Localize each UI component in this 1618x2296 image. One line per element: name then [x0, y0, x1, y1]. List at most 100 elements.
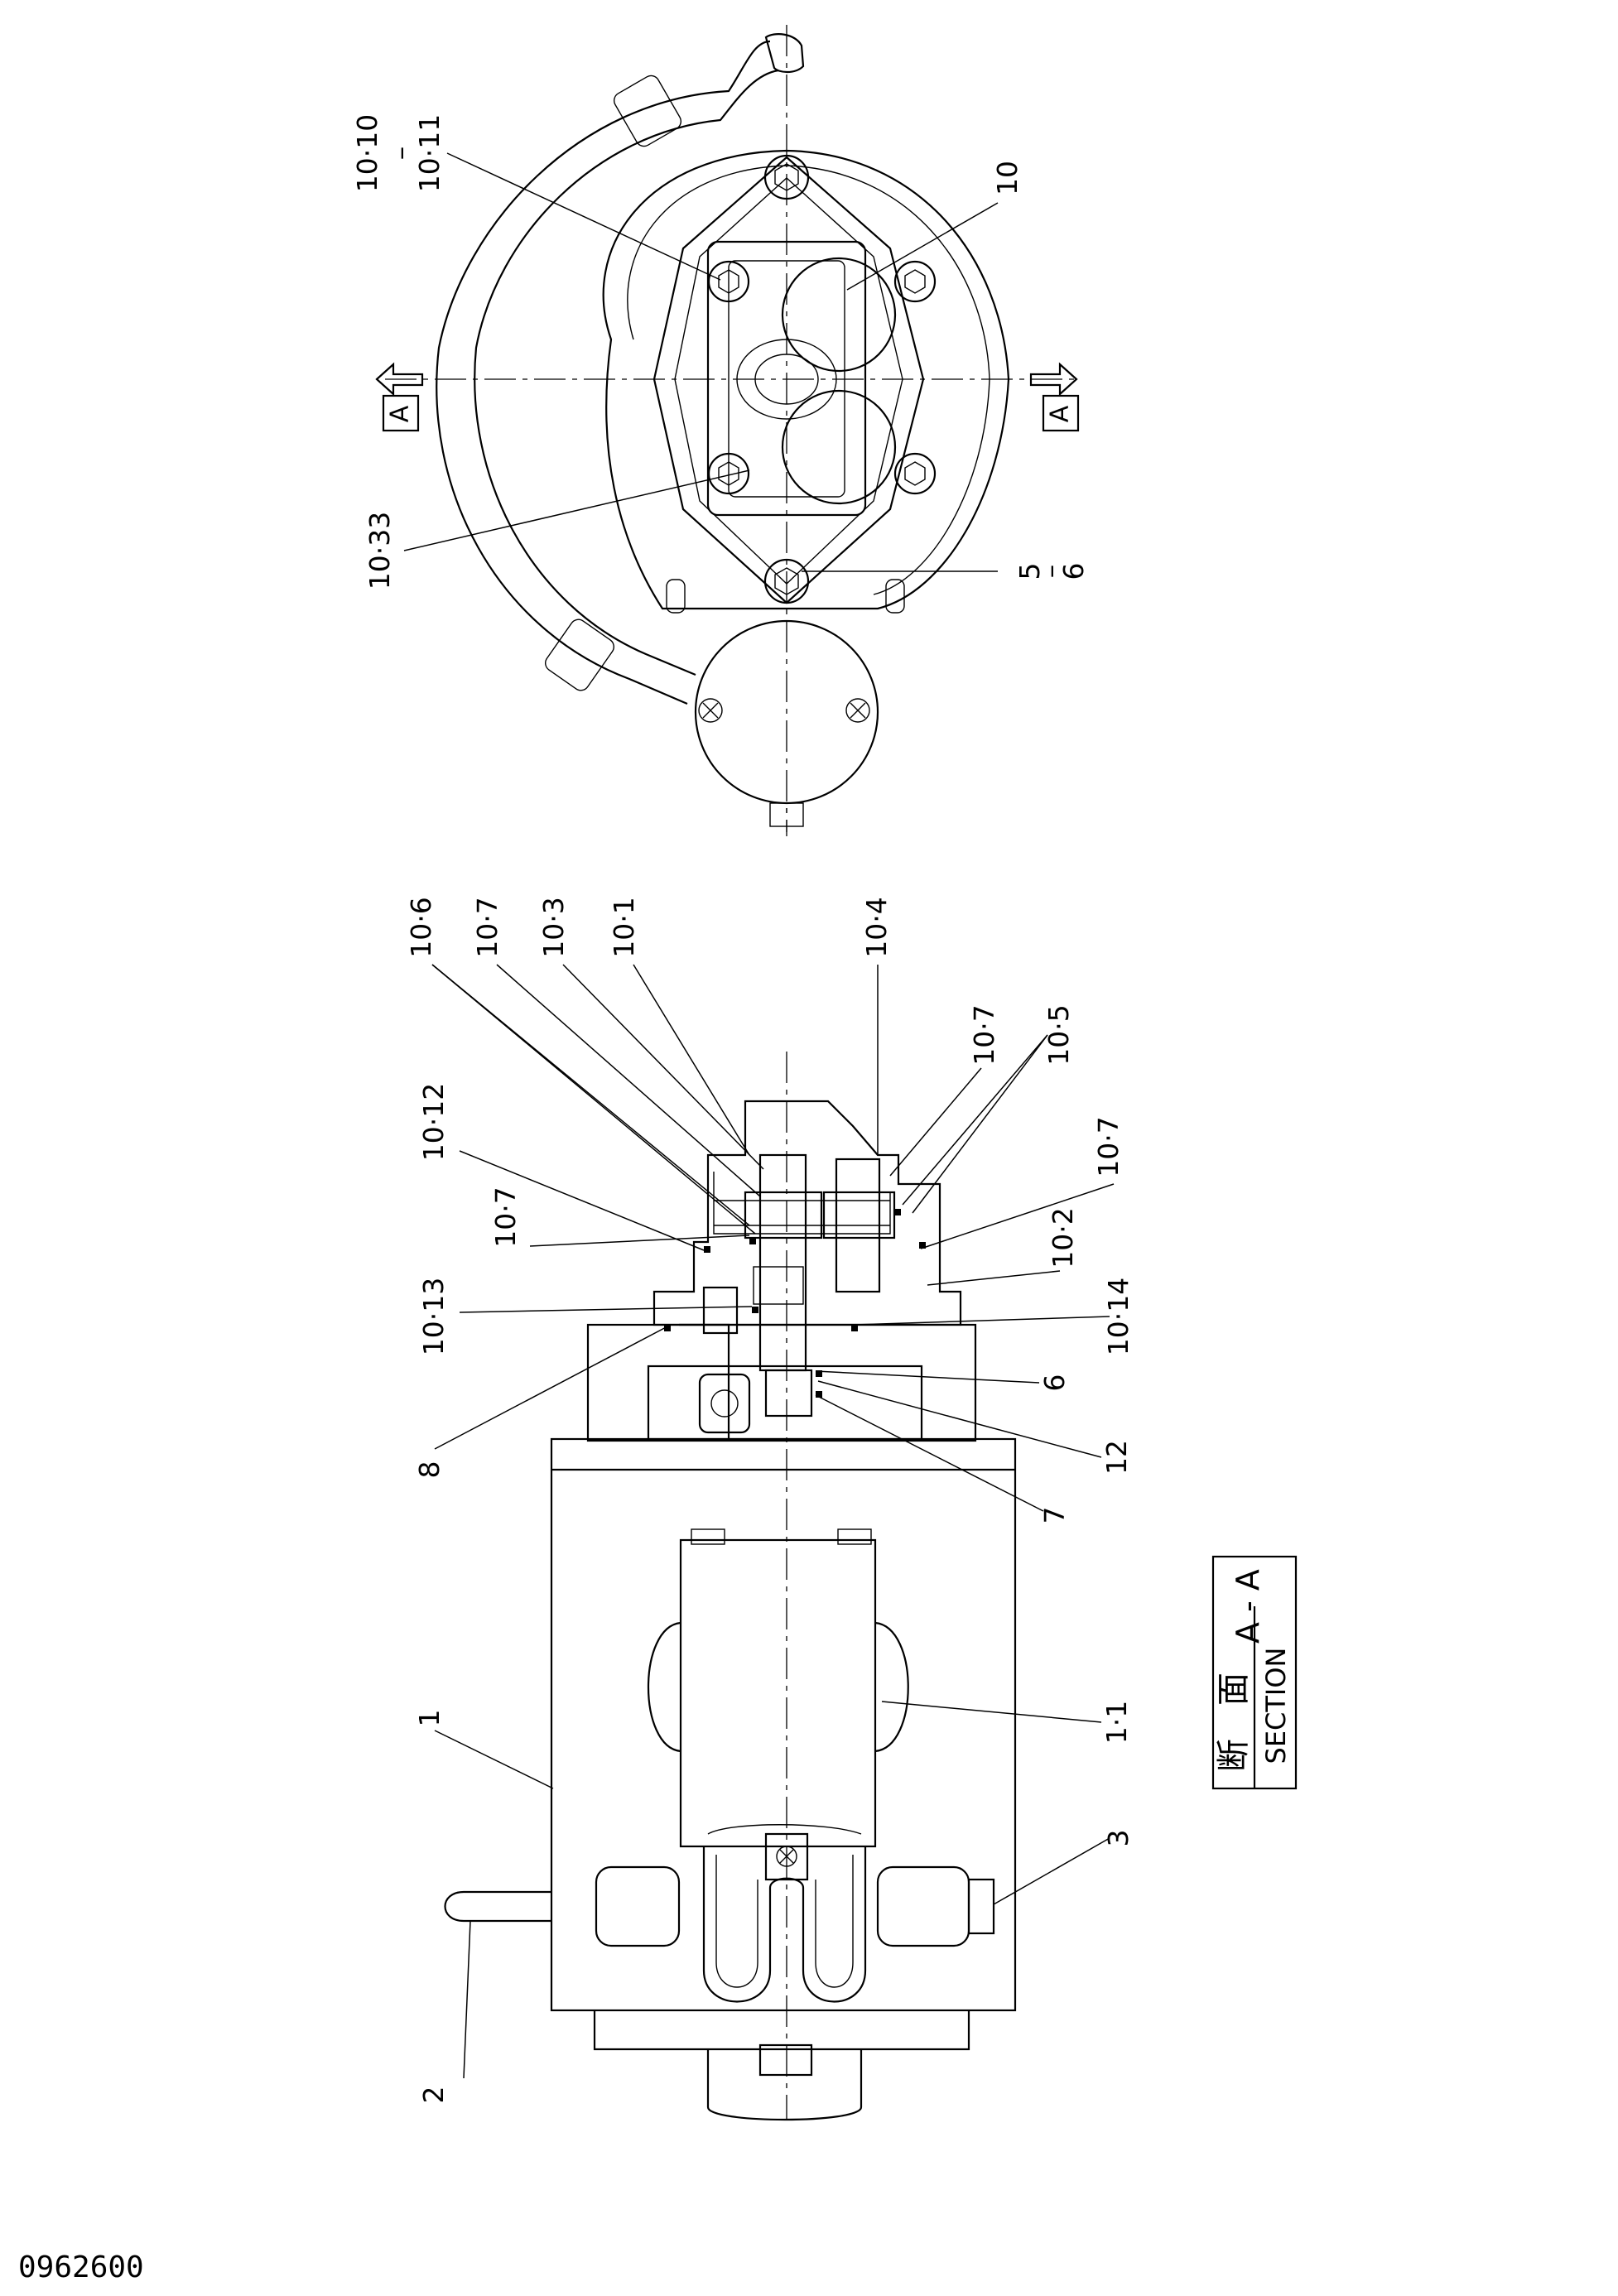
pump-housing [706, 240, 867, 517]
brush-holder-top-arc [707, 1824, 862, 1835]
cable-grommet-bottom [545, 619, 614, 691]
callout-10-11: 10·11 [413, 114, 445, 192]
bolt-hex-upper-right [904, 269, 926, 294]
pump-housing-inner [728, 260, 845, 498]
mounting-flange [652, 156, 925, 604]
terminal-stub-right [967, 1878, 995, 1935]
callout-12: 12 [1100, 1440, 1133, 1475]
bolt-head-bottom [763, 558, 810, 604]
driven-gear [822, 1191, 896, 1239]
callout-10-4: 10·4 [860, 897, 893, 957]
gear-boss-upper [781, 257, 897, 373]
callout-10-5: 10·5 [1043, 1004, 1075, 1065]
bolt-hex-lower-right [904, 461, 926, 486]
brush-holder [702, 1846, 867, 2003]
bolt-head-lower-right [893, 452, 937, 495]
stator-block [679, 1538, 877, 1848]
end-view: A A [375, 25, 1080, 836]
brush-holder-left-inner [715, 1855, 758, 1988]
section-marker-right: A [1029, 362, 1080, 432]
section-title-english: SECTION [1260, 1648, 1292, 1764]
terminal-bushing-left [595, 1865, 681, 1947]
central-port [736, 339, 837, 420]
cable-grommet-top [613, 75, 682, 147]
terminal-tube-left [444, 1890, 551, 1923]
callout-6: 6 [1038, 1374, 1071, 1392]
coupling-wall [679, 1323, 730, 1441]
bolt-group [707, 154, 937, 604]
bolt-hex-lower-left [718, 461, 739, 486]
coupling-housing [647, 1365, 923, 1441]
commutator-screw-mark [779, 1849, 794, 1864]
motor-end-boss [706, 2049, 863, 2121]
o-ring-4 [894, 1209, 901, 1215]
end-cap-screw-left-mark [702, 702, 719, 719]
callout-10-14: 10·14 [1102, 1278, 1134, 1355]
housing-ear-right [885, 579, 905, 614]
end-cap-screw-right [845, 698, 870, 723]
coupling-bolt-head [710, 1389, 739, 1418]
callout-10-2: 10·2 [1047, 1207, 1079, 1268]
section-title-box: 断 面 SECTION A - A [1211, 1555, 1298, 1790]
magnet-left [647, 1621, 681, 1753]
motor-flange [586, 1323, 977, 1442]
callout-10-10: 10·10 [351, 114, 383, 192]
o-ring-8 [816, 1370, 822, 1377]
housing-body [602, 149, 1010, 610]
cable-inner [474, 69, 779, 676]
o-ring-1 [704, 1246, 710, 1253]
callout-range-dash-2: – [1034, 565, 1067, 579]
stator-tab-right [837, 1528, 872, 1545]
end-cap-screw-right-mark [850, 702, 866, 719]
callout-1: 1 [413, 1710, 445, 1727]
end-cap-screw-left [698, 698, 723, 723]
bolt-head-upper-left [707, 260, 750, 303]
bolt-head-lower-left [707, 452, 750, 495]
drive-gear [744, 1191, 823, 1239]
callout-8: 8 [413, 1461, 445, 1479]
section-view [431, 964, 1115, 2121]
callout-10: 10 [991, 161, 1023, 195]
o-ring-7 [664, 1325, 671, 1331]
cable-end-top [764, 33, 805, 74]
callout-10-1: 10·1 [608, 897, 640, 957]
motor-housing [550, 1437, 1017, 2012]
end-boss-nut [758, 2043, 813, 2077]
callout-3: 3 [1102, 1830, 1134, 1847]
callout-10-12: 10·12 [417, 1083, 450, 1161]
o-ring-2 [749, 1238, 756, 1244]
bolt-hex-bottom [774, 567, 799, 595]
commutator-screw [764, 1832, 809, 1881]
housing-inner-contour [627, 165, 990, 595]
central-port-inner [754, 354, 819, 405]
gear-boss-lower [781, 389, 897, 505]
drive-shaft [758, 1153, 807, 1372]
pump-cover-inner [713, 1172, 891, 1235]
callout-10-7-c: 10·7 [489, 1187, 522, 1247]
housing-ear-left [666, 579, 686, 614]
driven-gear-shaft [835, 1158, 881, 1293]
section-marker-left: A [375, 362, 424, 432]
callout-10-6: 10·6 [405, 897, 437, 957]
callout-1-1: 1·1 [1100, 1701, 1133, 1744]
o-ring-5 [919, 1242, 926, 1249]
callout-10-3: 10·3 [537, 897, 570, 957]
callout-5: 5 [1014, 563, 1046, 580]
stator-tab-left [691, 1528, 725, 1545]
bolt-hex-upper-left [718, 269, 739, 294]
o-ring-6 [851, 1325, 858, 1331]
flange-inner-contour [674, 177, 903, 585]
end-view-leaders [403, 152, 999, 572]
callout-10-7-a: 10·7 [471, 897, 503, 957]
motor-end-cover [593, 2010, 970, 2051]
pump-housing-section [652, 1100, 962, 1326]
brush-holder-right-inner [815, 1855, 854, 1988]
commutator-screw-head [776, 1846, 797, 1867]
bolt-hex-top [774, 163, 799, 191]
callout-10-33: 10·33 [364, 512, 396, 590]
bolt-head-upper-right [893, 260, 937, 303]
callout-labels: 10·10 – 10·11 10 10·33 5 – 6 10·6 10·7 1… [351, 114, 1134, 2104]
relief-plug [702, 1286, 739, 1335]
callout-10-13: 10·13 [417, 1278, 450, 1355]
